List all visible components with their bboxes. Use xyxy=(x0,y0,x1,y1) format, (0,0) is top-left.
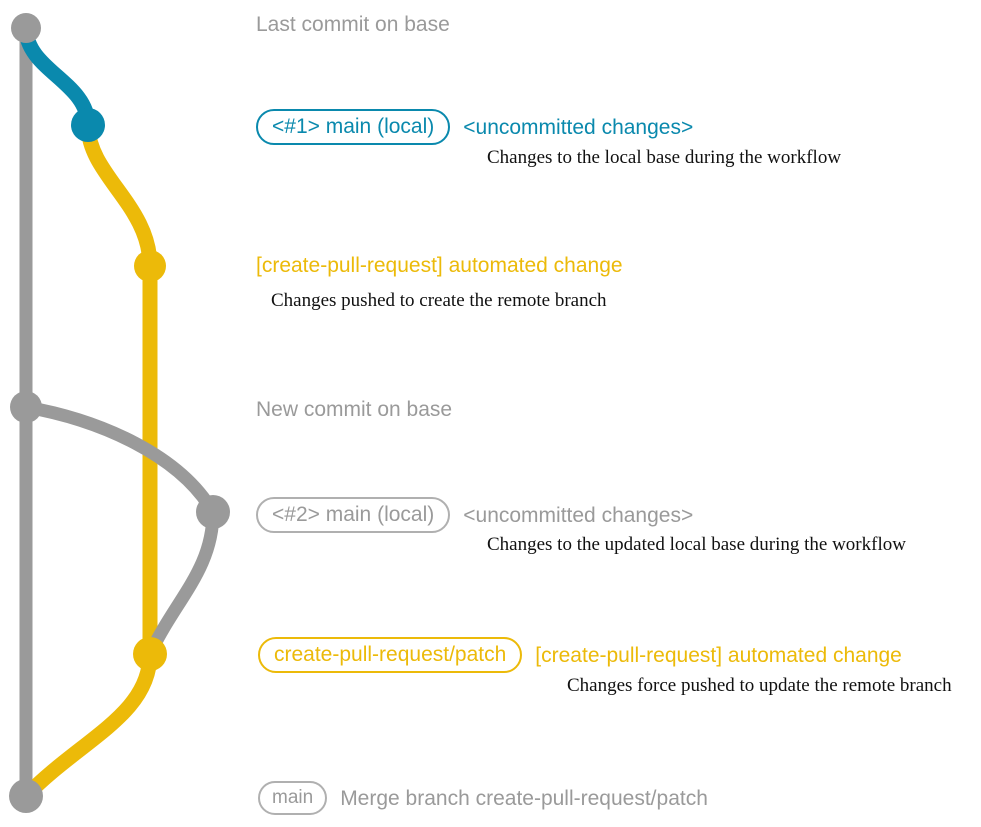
branch-pill-local-main-2[interactable]: <#2> main (local) xyxy=(256,497,451,533)
commit-subject-automated-change-2: [create-pull-request] automated change xyxy=(535,643,902,667)
commit-subject-new-commit-on-base: New commit on base xyxy=(256,398,453,421)
commit-node-local-main-1[interactable] xyxy=(71,108,105,142)
commit-subject-automated-change-1: [create-pull-request] automated change xyxy=(256,254,623,277)
patch-merge-into-base-line xyxy=(18,646,158,804)
commit-subject-local-main-1: <uncommitted changes> xyxy=(463,115,694,139)
commit-node-local-main-2[interactable] xyxy=(196,495,230,529)
branch-graph xyxy=(9,13,230,813)
commit-description-local-main-2: Changes to the updated local base during… xyxy=(487,534,906,555)
commit-node-automated-change-2[interactable] xyxy=(133,637,167,671)
commit-subject-local-main-2: <uncommitted changes> xyxy=(463,503,694,527)
branch-pill-create-pull-request-patch[interactable]: create-pull-request/patch xyxy=(258,637,523,673)
commit-node-new-commit-on-base[interactable] xyxy=(10,391,42,423)
commit-row-local-main-1: <#1> main (local) <uncommitted changes> xyxy=(256,109,693,145)
commit-subject-last-commit-on-base: Last commit on base xyxy=(256,13,450,36)
commit-row-last-commit-on-base: Last commit on base xyxy=(256,14,450,35)
commit-description-automated-change-1: Changes pushed to create the remote bran… xyxy=(271,290,607,311)
commit-description-local-main-1: Changes to the local base during the wor… xyxy=(487,147,842,168)
commit-subject-merge: Merge branch create-pull-request/patch xyxy=(340,786,708,810)
commit-row-local-main-2: <#2> main (local) <uncommitted changes> xyxy=(256,497,693,533)
branch-pill-local-main-1[interactable]: <#1> main (local) xyxy=(256,109,451,145)
commit-row-merge: main Merge branch create-pull-request/pa… xyxy=(258,781,708,815)
local-branch-line-blue xyxy=(18,20,96,133)
branch-pill-main[interactable]: main xyxy=(258,781,328,815)
patch-branch-line-yellow xyxy=(80,117,158,662)
updated-local-branch-line xyxy=(19,400,220,661)
commit-row-automated-change-2: create-pull-request/patch [create-pull-r… xyxy=(258,637,902,673)
commit-node-automated-change-1[interactable] xyxy=(134,250,166,282)
commit-row-new-commit-on-base: New commit on base xyxy=(256,399,452,420)
commit-row-automated-change-1: [create-pull-request] automated change xyxy=(256,255,623,276)
commit-description-automated-change-2: Changes force pushed to update the remot… xyxy=(567,675,952,696)
commit-node-merge[interactable] xyxy=(9,779,43,813)
commit-node-last-commit-on-base[interactable] xyxy=(11,13,41,43)
